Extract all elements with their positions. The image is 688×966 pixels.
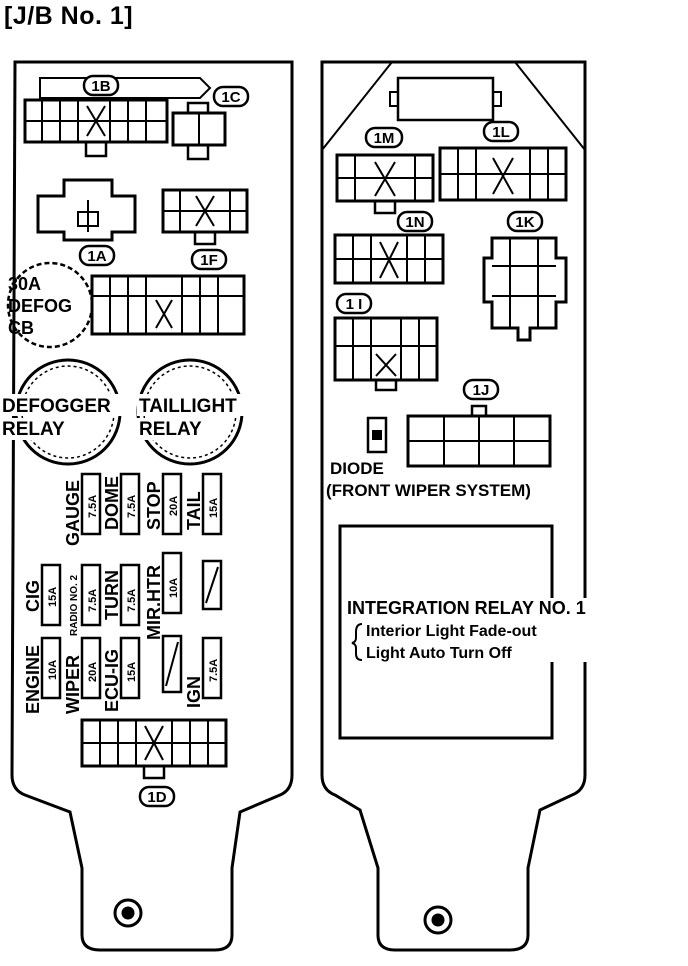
diode-label: DIODE xyxy=(330,459,384,478)
label-1i: 1 I xyxy=(335,292,373,315)
connector-1f xyxy=(161,188,249,246)
fuse-ign: 7.5A IGN xyxy=(184,636,223,708)
label-1f: 1F xyxy=(190,248,228,271)
connector-1a xyxy=(36,178,137,242)
defog-circuit-breaker: 30A DEFOG CB xyxy=(6,261,94,349)
fuse-engine-name: ENGINE xyxy=(23,645,43,714)
connector-1l xyxy=(438,146,568,202)
fuse-tail: 15A TAIL xyxy=(184,472,223,536)
fuse-radio-no2: 7.5A RADIO NO. 2 xyxy=(69,563,102,636)
right-mount-hole xyxy=(423,905,453,935)
fuse-wiper-name: WIPER xyxy=(63,655,83,714)
fuse-wiper-amp: 20A xyxy=(87,662,99,682)
label-1j: 1J xyxy=(462,378,500,401)
fuse-engine-amp: 10A xyxy=(47,660,59,680)
fuse-stop: 20A STOP xyxy=(144,472,183,536)
connector-1d xyxy=(80,718,228,780)
label-1b: 1B xyxy=(82,74,120,97)
right-block-outline xyxy=(320,60,587,952)
label-1c: 1C xyxy=(212,85,250,108)
diode-system-label: (FRONT WIPER SYSTEM) xyxy=(326,481,531,500)
label-1d: 1D xyxy=(138,785,176,808)
connector-1i xyxy=(333,316,439,392)
fuse-cig: 15A CIG xyxy=(23,563,62,627)
label-1m: 1M xyxy=(364,126,404,149)
fuse-gauge-amp: 7.5A xyxy=(87,495,99,518)
fuse-turn: 7.5A TURN xyxy=(102,563,141,627)
connector-1m xyxy=(335,153,435,215)
fuse-engine: 10A ENGINE xyxy=(23,636,62,714)
fuse-stop-name: STOP xyxy=(144,481,164,530)
connector-1f-label: 1F xyxy=(200,252,218,269)
fuse-mirhtr-amp: 10A xyxy=(168,578,180,598)
defog-cb-type: CB xyxy=(8,318,34,338)
integration-relay: INTEGRATION RELAY NO. 1 Interior Light F… xyxy=(338,524,657,740)
connector-1n xyxy=(333,233,445,285)
connector-1b xyxy=(23,98,169,158)
label-1l: 1L xyxy=(482,120,520,143)
fuse-turn-amp: 7.5A xyxy=(126,589,138,612)
connector-1k xyxy=(482,236,568,342)
label-1k: 1K xyxy=(506,210,544,233)
left-junction-block xyxy=(10,60,294,952)
connector-1m-label: 1M xyxy=(374,130,395,147)
fuse-turn-name: TURN xyxy=(102,570,122,620)
defog-cb-name: DEFOG xyxy=(8,296,72,316)
fuse-ecuig-name: ECU-IG xyxy=(102,649,122,712)
connector-large-left xyxy=(90,274,246,336)
fuse-spare-slot-2 xyxy=(161,634,183,694)
fuse-mirhtr-name: MIR.HTR xyxy=(144,565,164,640)
fuse-spare-slot-1 xyxy=(201,559,223,611)
label-1n: 1N xyxy=(396,210,434,233)
integration-relay-line-2: Light Auto Turn Off xyxy=(366,645,512,662)
fuse-tail-amp: 15A xyxy=(208,498,220,518)
connector-1d-label: 1D xyxy=(147,789,166,806)
fuse-dome: 7.5A DOME xyxy=(102,472,141,536)
fuse-radio-name: RADIO NO. 2 xyxy=(69,574,80,636)
fuse-wiper: 20A WIPER xyxy=(63,636,102,714)
left-block-outline xyxy=(10,60,294,952)
right-junction-block xyxy=(320,60,587,952)
fuse-cig-name: CIG xyxy=(23,580,43,612)
fuse-tail-name: TAIL xyxy=(184,491,204,530)
defogger-relay-name: DEFOGGER xyxy=(2,396,111,417)
connector-1j-label: 1J xyxy=(473,382,490,399)
taillight-relay: TAILLIGHT RELAY xyxy=(136,358,263,466)
fuse-stop-amp: 20A xyxy=(168,496,180,516)
connector-1a-label: 1A xyxy=(87,248,106,265)
fuse-gauge: 7.5A GAUGE xyxy=(63,472,102,546)
fuse-dome-name: DOME xyxy=(102,476,122,530)
connector-1c-label: 1C xyxy=(221,89,240,106)
fuse-radio-amp: 7.5A xyxy=(87,589,99,612)
connector-1c xyxy=(171,101,227,161)
fuse-ign-name: IGN xyxy=(184,676,204,708)
defog-cb-amp: 30A xyxy=(8,274,41,294)
taillight-relay-name: TAILLIGHT xyxy=(139,396,237,417)
connector-1i-label: 1 I xyxy=(346,296,363,313)
defogger-relay-label: RELAY xyxy=(2,419,65,440)
diode: DIODE (FRONT WIPER SYSTEM) xyxy=(326,416,531,500)
defogger-relay: DEFOGGER RELAY xyxy=(0,358,136,466)
integration-relay-title: INTEGRATION RELAY NO. 1 xyxy=(347,598,586,618)
fuse-cig-amp: 15A xyxy=(47,587,59,607)
fuse-mir-htr: 10A MIR.HTR xyxy=(144,551,183,640)
fuse-ecu-ig: 15A ECU-IG xyxy=(102,636,141,712)
left-mount-hole xyxy=(113,898,143,928)
connector-1b-label: 1B xyxy=(91,78,110,95)
fuse-dome-amp: 7.5A xyxy=(126,495,138,518)
connector-1n-label: 1N xyxy=(405,214,424,231)
connector-1k-label: 1K xyxy=(515,214,534,231)
fuse-ecuig-amp: 15A xyxy=(126,662,138,682)
integration-relay-line-1: Interior Light Fade-out xyxy=(366,623,537,640)
fuse-gauge-name: GAUGE xyxy=(63,480,83,546)
page-title: [J/B No. 1] xyxy=(4,2,134,30)
label-1a: 1A xyxy=(78,244,116,267)
taillight-relay-label: RELAY xyxy=(139,419,202,440)
connector-1l-label: 1L xyxy=(492,124,510,141)
connector-1j xyxy=(406,404,552,468)
fuse-ign-amp: 7.5A xyxy=(208,659,220,682)
